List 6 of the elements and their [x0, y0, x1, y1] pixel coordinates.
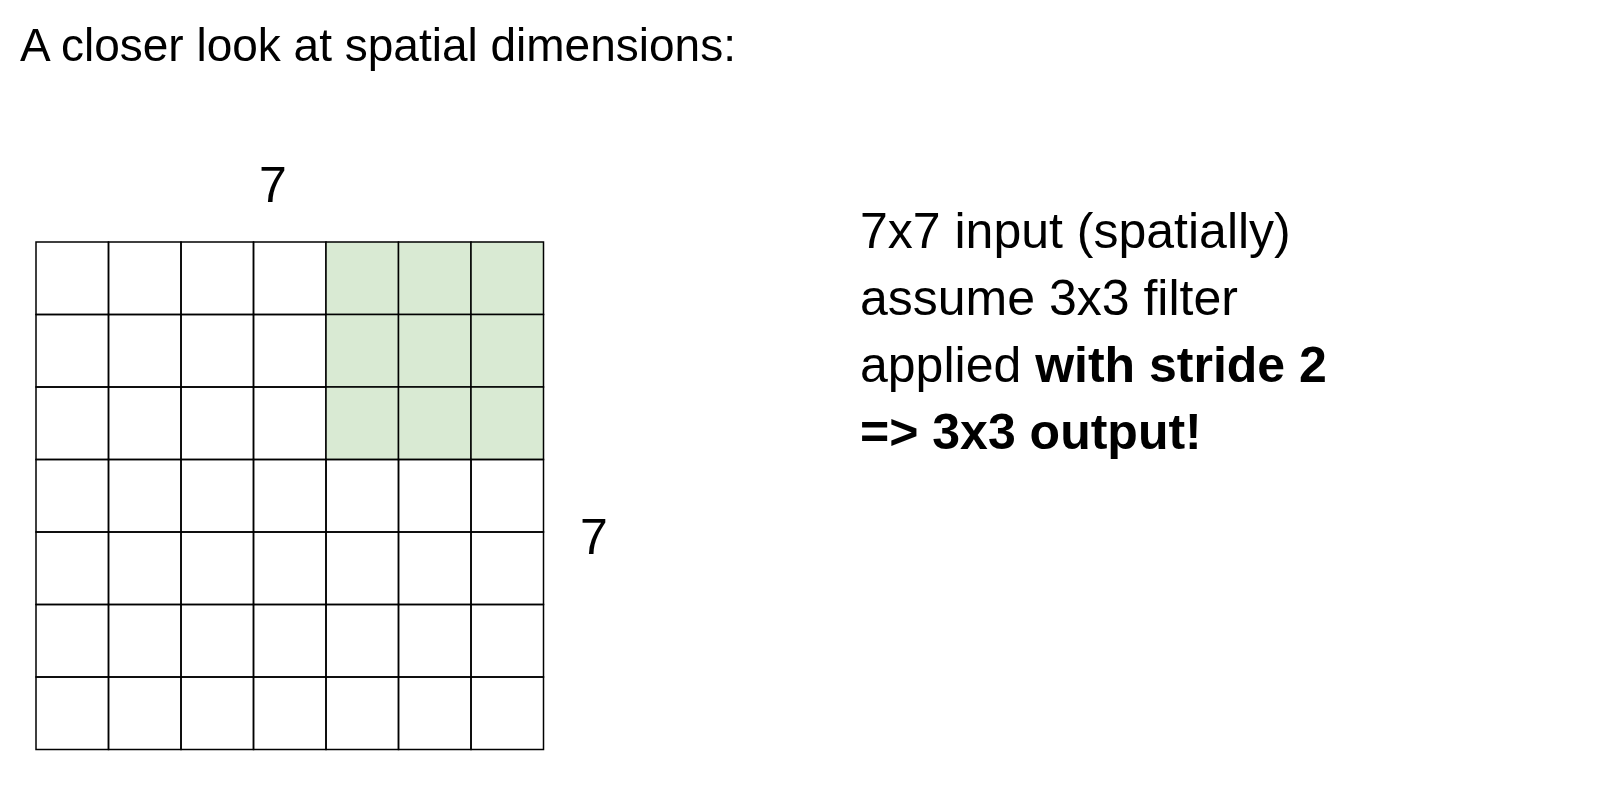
- description-line: assume 3x3 filter: [860, 273, 1238, 323]
- width-label: 7: [259, 160, 287, 210]
- description-line: => 3x3 output!: [860, 407, 1202, 457]
- height-label: 7: [580, 512, 608, 562]
- description-line: 7x7 input (spatially): [860, 206, 1291, 256]
- description-line: applied with stride 2: [860, 340, 1327, 390]
